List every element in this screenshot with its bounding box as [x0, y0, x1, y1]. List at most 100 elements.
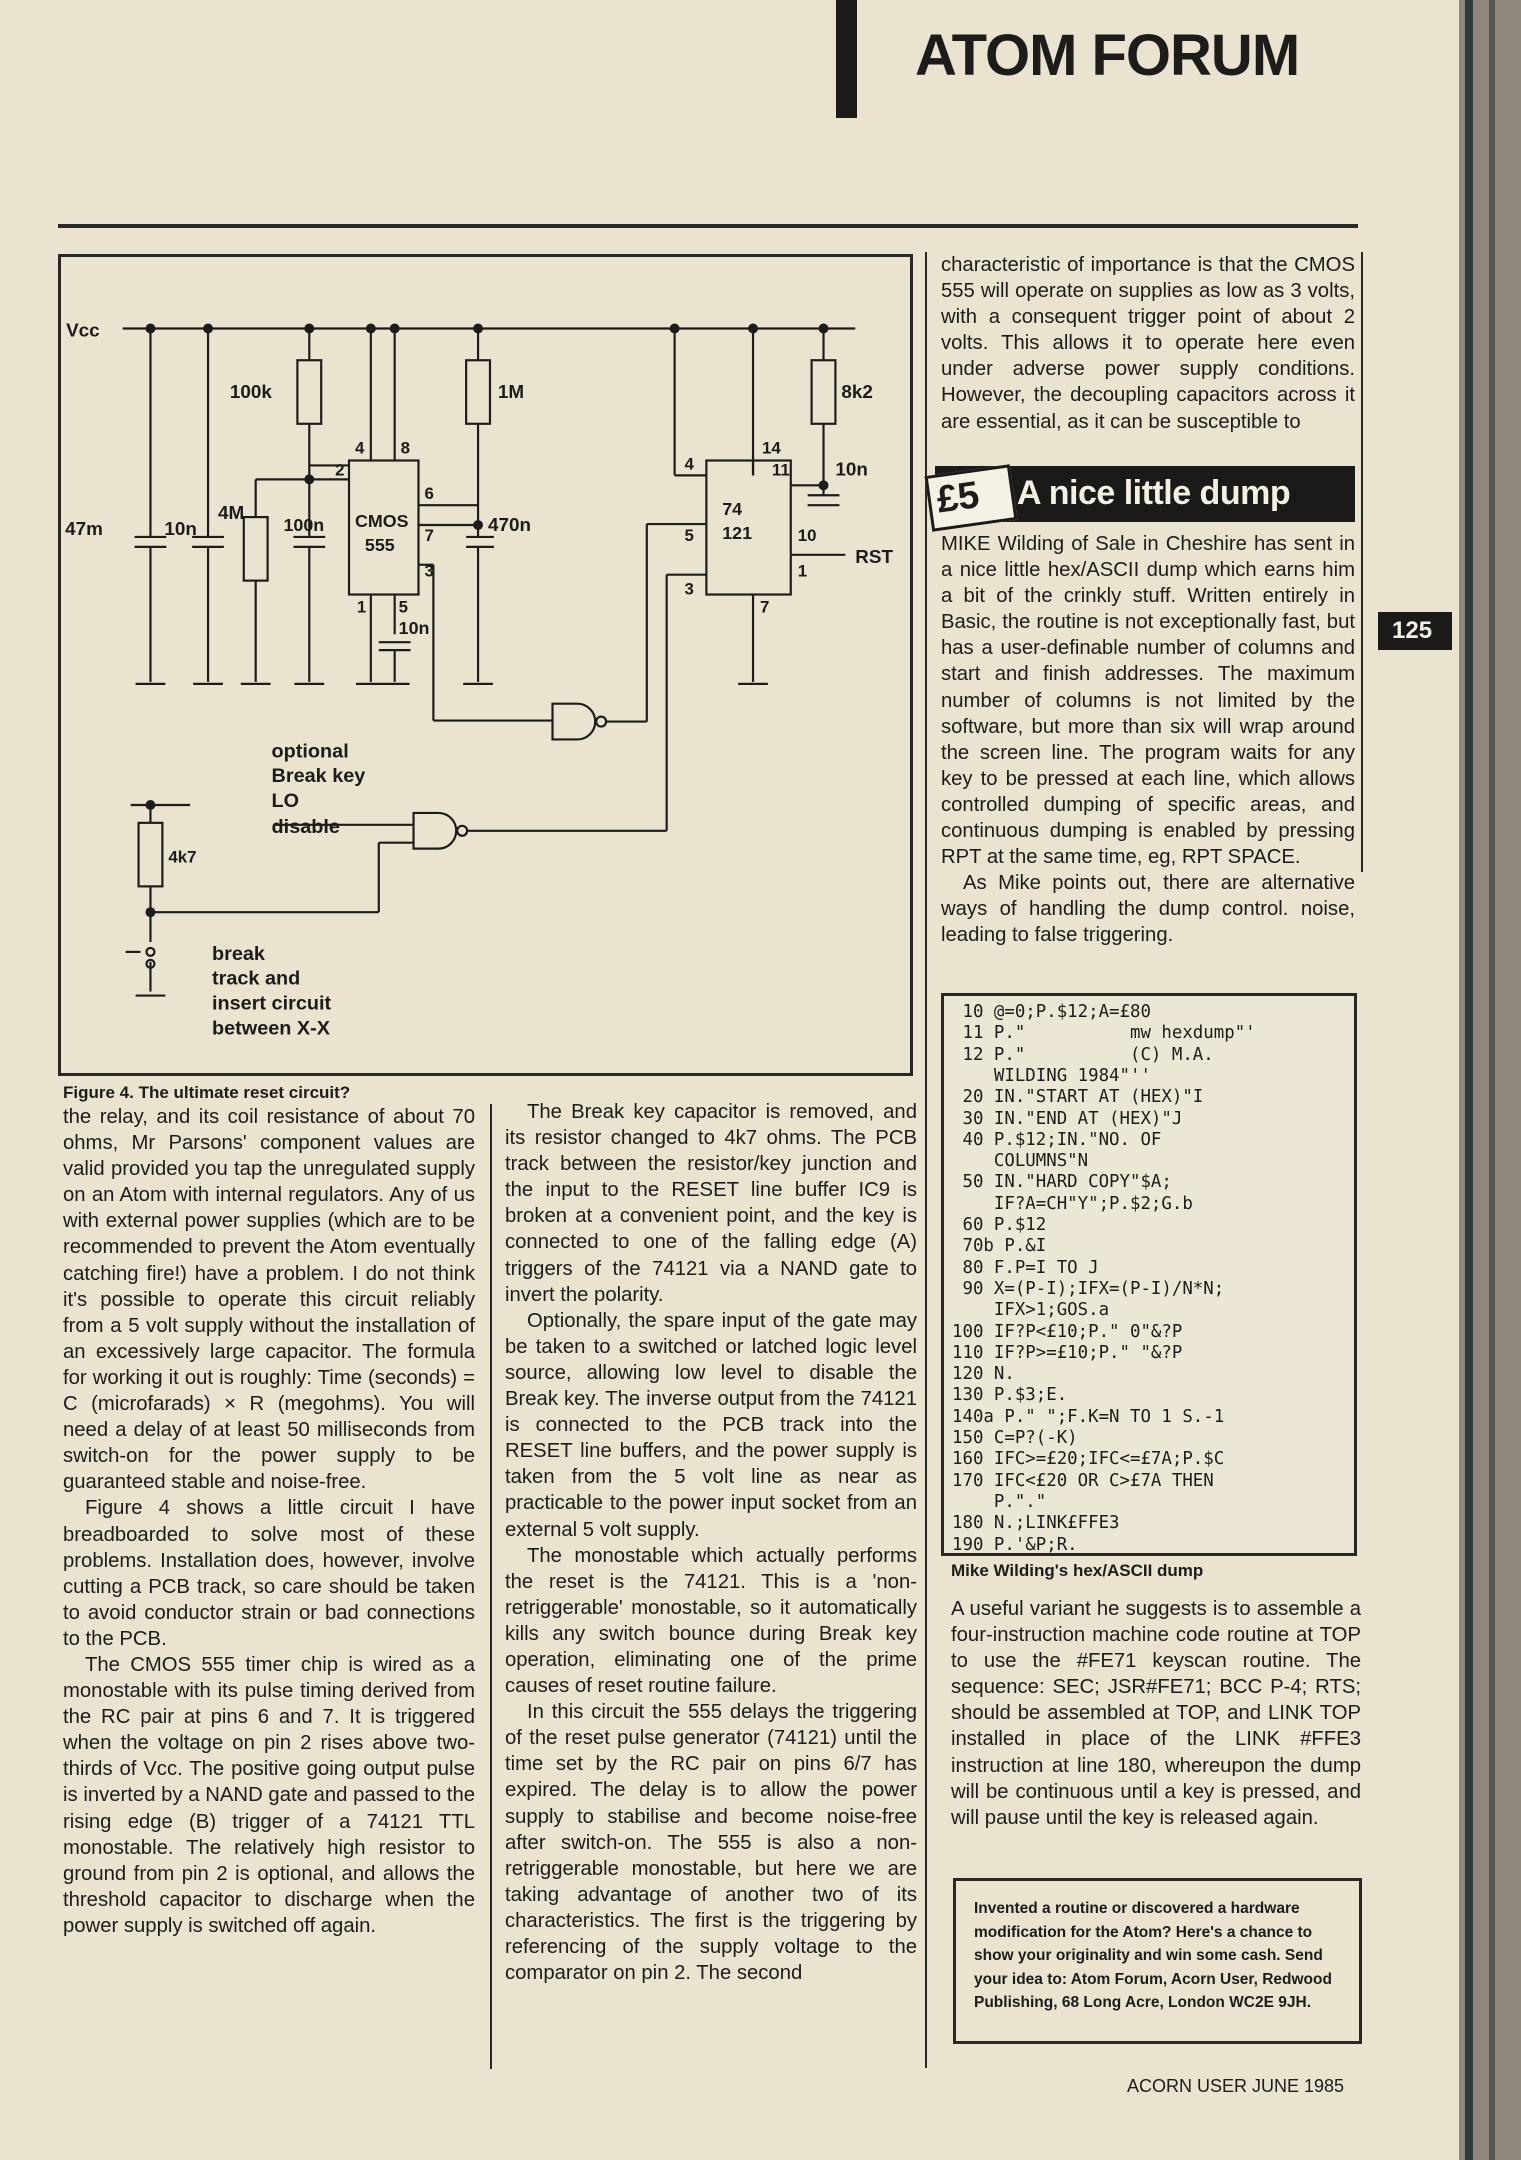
figure-caption: Figure 4. The ultimate reset circuit? [63, 1083, 351, 1102]
label-8k2: 8k2 [841, 381, 872, 402]
listing-line: 180 N.;LINK£FFE3 [952, 1513, 1120, 1534]
listing-line: 100 IF?P<£10;P." 0"&?P [952, 1321, 1183, 1342]
listing-line: 30 IN."END AT (HEX)"J [952, 1108, 1183, 1129]
listing-line: 50 IN."HARD COPY"$A; [952, 1172, 1172, 1193]
listing-line: WILDING 1984"'' [952, 1065, 1151, 1086]
label-1m: 1M [498, 381, 524, 402]
label-break-key: Break key [272, 765, 366, 787]
pin-label: 1 [357, 597, 366, 616]
label-optional: optional [272, 740, 349, 762]
paragraph: The Break key capacitor is removed, and … [505, 1101, 917, 1306]
listing-line: 20 IN."START AT (HEX)"I [952, 1087, 1204, 1108]
listing-line: 60 P.$12 [952, 1215, 1047, 1235]
listing-line: 110 IF?P>=£10;P." "&?P [952, 1342, 1183, 1363]
footer: ACORN USER JUNE 1985 [1127, 2076, 1345, 2096]
listing-line: P."." [952, 1491, 1047, 1512]
article-column-3-body: MIKE Wilding of Sale in Cheshire has sen… [941, 531, 1355, 949]
label-insert-circuit: insert circuit [212, 992, 331, 1014]
listing-line: 80 F.P=I TO J [952, 1257, 1099, 1278]
paragraph: Optionally, the spare input of the gate … [505, 1309, 917, 1541]
header-bar [836, 0, 857, 118]
listing-line: 90 X=(P-I);IFX=(P-I)/N*N; [952, 1278, 1225, 1299]
paragraph: Figure 4 shows a little circuit I have b… [63, 1497, 475, 1650]
listing-line: 120 N. [952, 1364, 1015, 1385]
label-555: 555 [365, 535, 395, 555]
pin-label: 5 [399, 597, 408, 616]
pin-label: 2 [335, 460, 344, 479]
label-10n-b: 10n [399, 618, 430, 638]
listing-line: 150 C=P?(-K) [952, 1428, 1078, 1448]
label-100k: 100k [230, 381, 272, 402]
listing-caption: Mike Wilding's hex/ASCII dump [951, 1561, 1204, 1580]
header-rule [58, 224, 1358, 228]
article-column-2: The Break key capacitor is removed, and … [505, 1099, 917, 1986]
pin-label: 4 [685, 454, 695, 473]
listing-line: 12 P." (C) M.A. [952, 1044, 1214, 1065]
listing-line: COLUMNS"N [952, 1151, 1089, 1172]
pin-label: 5 [685, 526, 694, 545]
pin-label: 3 [424, 562, 433, 581]
circuit-diagram: Vcc 100k 1M 8k2 47m 10n 4M 100n CMOS 555… [65, 319, 893, 1039]
paragraph: characteristic of importance is that the… [941, 254, 1355, 433]
label-4k7: 4k7 [168, 848, 196, 867]
paragraph: MIKE Wilding of Sale in Cheshire has sen… [941, 533, 1355, 869]
label-100n: 100n [283, 515, 324, 535]
prize-badge: £5 [924, 464, 1018, 532]
article-column-3-bottom: A useful variant he suggests is to assem… [951, 1596, 1361, 1831]
label-break: break [212, 943, 266, 965]
article-column-1: the relay, and its coil resistance of ab… [63, 1104, 475, 1939]
subhead: A nice little dump [1017, 474, 1291, 512]
listing-line: 40 P.$12;IN."NO. OF [952, 1129, 1162, 1150]
pin-label: 4 [355, 439, 365, 458]
listing-line: 170 IFC<£20 OR C>£7A THEN [952, 1470, 1214, 1491]
column-divider [490, 1104, 492, 2069]
pin-label: 7 [760, 597, 769, 616]
section-title: ATOM FORUM [915, 23, 1300, 88]
listing-line: 10 @=0;P.$12;A=£80 [952, 1002, 1151, 1022]
listing-line: 11 P." mw hexdump"' [952, 1023, 1256, 1044]
article-column-3-top: characteristic of importance is that the… [941, 252, 1355, 435]
listing-line: 160 IFC>=£20;IFC<=£7A;P.$C [952, 1449, 1225, 1470]
label-4m: 4M [218, 502, 244, 523]
label-cmos: CMOS [355, 511, 409, 531]
label-10n-a: 10n [164, 518, 197, 539]
pin-label: 6 [424, 484, 433, 503]
label-470n: 470n [488, 514, 531, 535]
paragraph: A useful variant he suggests is to assem… [951, 1598, 1361, 1829]
label-47m: 47m [65, 518, 103, 539]
pin-label: 7 [424, 526, 433, 545]
listing-line: 130 P.$3;E. [952, 1385, 1068, 1406]
column-divider [1361, 252, 1363, 872]
pin-label: 10 [798, 526, 817, 545]
pin-label: 11 [772, 460, 790, 479]
page-edge [1459, 0, 1521, 2160]
prize-amount: £5 [934, 474, 982, 522]
label-disable: disable [272, 816, 340, 838]
label-vcc: Vcc [66, 319, 100, 340]
label-track-and: track and [212, 968, 300, 990]
listing-line: IF?A=CH"Y";P.$2;G.b [952, 1193, 1193, 1214]
program-listing: 10 @=0;P.$12;A=£80 11 P." mw hexdump"' 1… [941, 993, 1357, 1556]
page-number: 125 [1392, 617, 1433, 644]
page-number-tab: 125 [1378, 612, 1452, 650]
callout-text: Invented a routine or discovered a hardw… [974, 1900, 1332, 2011]
paragraph: the relay, and its coil resistance of ab… [63, 1106, 475, 1494]
paragraph: As Mike points out, there are alternativ… [941, 872, 1355, 947]
listing-line: 190 P.'&P;R. [952, 1534, 1078, 1555]
listing-line: 140a P." ";F.K=N TO 1 S.-1 [952, 1406, 1225, 1427]
callout-box: Invented a routine or discovered a hardw… [953, 1878, 1362, 2044]
label-74: 74 [722, 499, 742, 519]
label-10n-c: 10n [835, 458, 868, 479]
label-121: 121 [722, 523, 752, 543]
listing-line: 70b P.&I [952, 1236, 1047, 1257]
column-divider [925, 252, 927, 2068]
pin-label: 1 [798, 562, 807, 581]
label-lo: LO [272, 790, 300, 812]
paragraph: The monostable which actually performs t… [505, 1544, 917, 1698]
label-rst: RST [855, 546, 893, 567]
paragraph: In this circuit the 555 delays the trigg… [505, 1701, 917, 1985]
circuit-figure: Vcc 100k 1M 8k2 47m 10n 4M 100n CMOS 555… [58, 254, 913, 1076]
listing-line: IFX>1;GOS.a [952, 1300, 1110, 1321]
pin-label: 3 [685, 580, 694, 599]
label-between-xx: between X-X [212, 1017, 331, 1039]
